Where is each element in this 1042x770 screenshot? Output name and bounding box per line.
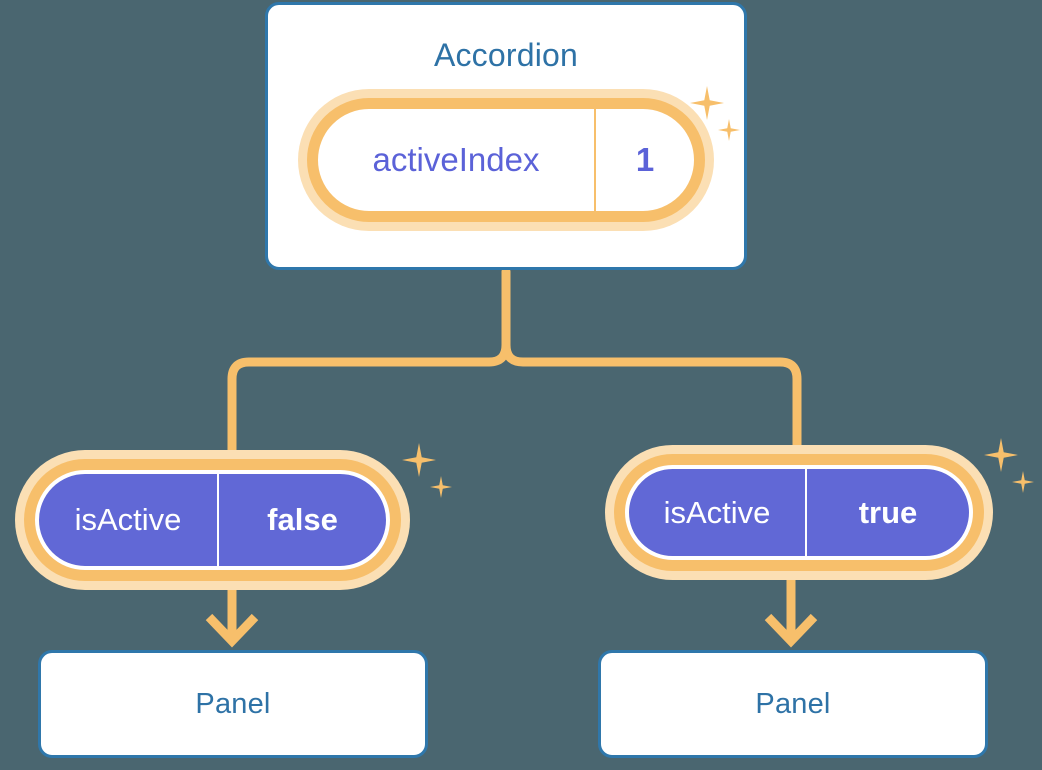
- sparkle-group-left: [402, 443, 472, 513]
- state-value-label: 1: [635, 141, 655, 178]
- connector-to-left-child: [227, 267, 511, 475]
- state-key-label: isActive: [629, 469, 807, 556]
- state-key-label: isActive: [39, 474, 219, 566]
- page-title: Accordion: [433, 37, 579, 73]
- component-card-panel-left[interactable]: Panel: [38, 650, 428, 758]
- panel-title: Panel: [195, 687, 271, 720]
- arrow-down-icon-right: [764, 562, 818, 648]
- state-key-label: activeIndex: [318, 109, 596, 211]
- state-value-label: false: [267, 502, 338, 537]
- panel-title: Panel: [755, 687, 831, 720]
- state-pill-isactive-left[interactable]: isActive false: [35, 470, 390, 570]
- sparkle-large-icon: [984, 438, 1018, 472]
- sparkle-large-icon: [402, 443, 436, 477]
- arrow-down-icon-left: [205, 572, 259, 648]
- sparkle-small-icon: [430, 476, 452, 498]
- component-card-panel-right[interactable]: Panel: [598, 650, 988, 758]
- sparkle-small-icon: [1012, 471, 1034, 493]
- connector-to-right-child: [501, 267, 802, 471]
- state-value-label: true: [858, 494, 918, 530]
- sparkle-group-right: [984, 438, 1042, 508]
- state-pill-activeindex[interactable]: activeIndex 1: [307, 98, 705, 222]
- state-pill-isactive-right[interactable]: isActive true: [625, 465, 973, 560]
